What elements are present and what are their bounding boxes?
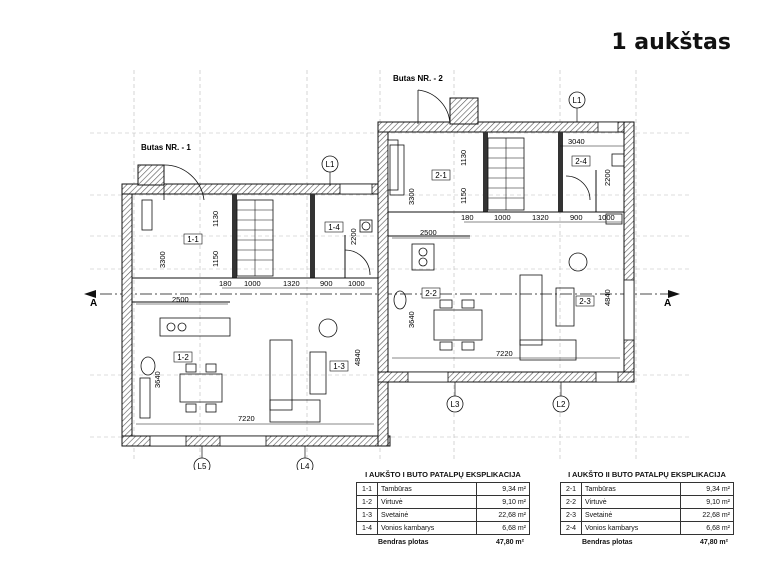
section-label-left: A: [90, 298, 97, 309]
table-1-total-value: 47,80 m²: [495, 539, 524, 546]
room-label-1-2: 1-2: [177, 353, 189, 362]
left-dimensions: 180 1000 1320 900 1000 2500 7220 1130 11…: [136, 211, 374, 425]
svg-text:L1: L1: [573, 96, 582, 105]
room-label-2-1: 2-1: [435, 171, 447, 180]
svg-text:L3: L3: [451, 400, 460, 409]
left-furniture: [140, 219, 373, 423]
dim-left-1000a: 1000: [244, 279, 261, 288]
dim-right-180: 180: [461, 213, 474, 222]
dim-right-1000a: 1000: [494, 213, 511, 222]
dim-left-1130: 1130: [211, 211, 220, 227]
floor-plan: A A: [84, 70, 690, 470]
axis-marker-L1a: L1: [321, 155, 339, 186]
dim-left-7220: 7220: [238, 414, 255, 423]
room-label-2-4: 2-4: [575, 157, 587, 166]
room-label-2-3: 2-3: [579, 297, 591, 306]
table-2-total-value: 47,80 m²: [699, 539, 728, 546]
axis-marker-L5: L5: [193, 446, 211, 470]
svg-text:L2: L2: [557, 400, 566, 409]
axis-marker-L4: L4: [296, 446, 314, 470]
right-furniture: [389, 144, 625, 361]
dim-left-1320: 1320: [283, 279, 300, 288]
left-apartment-walls: [121, 164, 391, 447]
dim-right-2500: 2500: [420, 228, 437, 237]
apartment-2-label: Butas NR. - 2: [393, 74, 443, 83]
apartment-1-label: Butas NR. - 1: [141, 143, 191, 152]
axis-marker-L2: L2: [552, 382, 570, 413]
room-label-1-1: 1-1: [187, 235, 199, 244]
dim-right-1320: 1320: [532, 213, 549, 222]
dim-right-1150: 1150: [459, 188, 468, 204]
dim-right-1000b: 1000: [598, 213, 615, 222]
table-2-heading: I AUKŠTO II BUTO PATALPŲ EKSPLIKACIJA: [568, 470, 726, 479]
dim-right-7220: 7220: [496, 349, 513, 358]
right-apartment-walls: [377, 89, 635, 383]
room-label-1-4: 1-4: [328, 223, 340, 232]
dim-right-4840: 4840: [603, 289, 612, 306]
dim-right-3300: 3300: [407, 188, 416, 205]
dim-right-3040: 3040: [568, 137, 585, 146]
room-label-2-2: 2-2: [425, 289, 437, 298]
table-1-heading: I AUKŠTO I BUTO PATALPŲ EKSPLIKACIJA: [365, 470, 521, 479]
dim-left-3640: 3640: [153, 371, 162, 388]
table-2-total: Bendras plotas 47,80 m²: [560, 535, 734, 546]
table-2-total-label: Bendras plotas: [582, 539, 633, 546]
dim-right-2200: 2200: [603, 169, 612, 186]
svg-text:L4: L4: [301, 462, 310, 470]
dim-left-2500: 2500: [172, 295, 189, 304]
dim-left-1000b: 1000: [348, 279, 365, 288]
right-dimensions: 3040 180 1000 1320 900 1000 2500 7220 11…: [392, 137, 624, 359]
table-1-total: Bendras plotas 47,80 m²: [356, 535, 530, 546]
room-label-1-3: 1-3: [333, 362, 345, 371]
dim-right-1130: 1130: [459, 150, 468, 166]
dim-left-4840: 4840: [353, 349, 362, 366]
dim-left-3300: 3300: [158, 251, 167, 268]
section-label-right: A: [664, 298, 671, 309]
dim-right-900: 900: [570, 213, 583, 222]
explication-table-1: I AUKŠTO I BUTO PATALPŲ EKSPLIKACIJA 1-1…: [356, 470, 530, 546]
svg-text:L1: L1: [326, 160, 335, 169]
svg-text:L5: L5: [198, 462, 207, 470]
dim-left-180: 180: [219, 279, 232, 288]
table-1-total-label: Bendras plotas: [378, 539, 429, 546]
dim-right-3640: 3640: [407, 311, 416, 328]
dim-left-2200: 2200: [349, 228, 358, 245]
page-title: 1 aukštas: [611, 30, 731, 55]
axis-marker-L3: L3: [446, 382, 464, 413]
dim-left-1150: 1150: [211, 251, 220, 267]
dim-left-900: 900: [320, 279, 333, 288]
explication-table-2: I AUKŠTO II BUTO PATALPŲ EKSPLIKACIJA 2-…: [560, 470, 734, 546]
axis-marker-L1b: L1: [568, 91, 586, 122]
